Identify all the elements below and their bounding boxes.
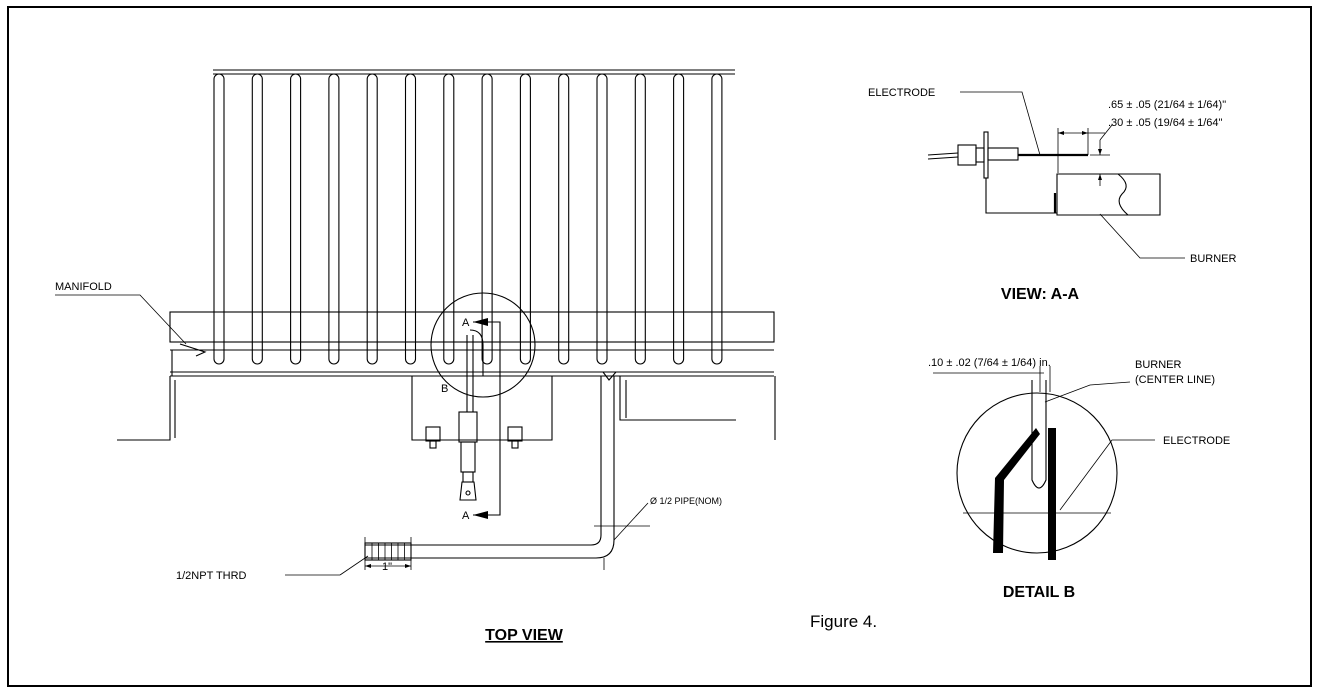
manifold-label: MANIFOLD bbox=[55, 281, 112, 293]
burner-tube bbox=[711, 73, 723, 365]
burner-tube bbox=[328, 73, 340, 365]
detail-burner bbox=[1031, 380, 1047, 489]
burner-tube bbox=[443, 73, 455, 365]
burner-tube bbox=[596, 73, 608, 365]
view-aa-title: VIEW: A-A bbox=[1001, 286, 1080, 303]
detail-electrode-label: ELECTRODE bbox=[1163, 435, 1230, 447]
burner-tube bbox=[673, 73, 685, 365]
thread-section bbox=[285, 537, 412, 576]
drawing-frame bbox=[7, 6, 1312, 687]
gas-pipe bbox=[365, 371, 650, 570]
top-view: MANIFOLD 1/2NPT THRD 1" Ø 1/2 PIPE(NOM) … bbox=[55, 69, 776, 644]
aa-burner-label: BURNER bbox=[1190, 253, 1237, 265]
section-b-label: B bbox=[441, 383, 448, 395]
view-aa: ELECTRODE .65 ± .05 (21/64 ± 1/64)" .30 … bbox=[868, 87, 1237, 303]
burner-tube bbox=[558, 73, 570, 365]
detail-electrode-left bbox=[993, 428, 1040, 553]
detail-gap-dim: .10 ± .02 (7/64 ± 1/64) in. bbox=[928, 357, 1051, 369]
section-a-top: A bbox=[462, 317, 470, 329]
burner-tube bbox=[404, 73, 417, 365]
burner-tube bbox=[366, 73, 378, 365]
thread-dimension: 1" bbox=[382, 561, 392, 573]
detail-centerline-label: (CENTER LINE) bbox=[1135, 374, 1215, 386]
aa-electrode-label: ELECTRODE bbox=[868, 87, 935, 99]
burner-tube bbox=[634, 73, 646, 365]
figure-caption: Figure 4. bbox=[810, 612, 877, 631]
section-a-bottom: A bbox=[462, 510, 470, 522]
section-line-aa bbox=[473, 318, 501, 519]
detail-circle-b bbox=[430, 292, 536, 398]
aa-dim-1: .65 ± .05 (21/64 ± 1/64)" bbox=[1108, 99, 1226, 111]
detail-b: .10 ± .02 (7/64 ± 1/64) in. BURNER (CENT… bbox=[928, 357, 1230, 601]
igniter-plate bbox=[411, 329, 553, 501]
pipe-label: Ø 1/2 PIPE(NOM) bbox=[650, 496, 722, 506]
detail-burner-label: BURNER bbox=[1135, 359, 1182, 371]
manifold-leader bbox=[55, 294, 187, 345]
detail-b-circle bbox=[956, 392, 1118, 554]
burner-tube bbox=[251, 73, 263, 365]
manifold bbox=[117, 311, 776, 441]
top-view-title: TOP VIEW bbox=[485, 627, 564, 644]
thread-label: 1/2NPT THRD bbox=[176, 570, 247, 582]
detail-electrode-right bbox=[1048, 428, 1056, 560]
burner-tube bbox=[213, 73, 225, 365]
aa-dim-2: .30 ± .05 (19/64 ± 1/64" bbox=[1108, 117, 1223, 129]
detail-b-title: DETAIL B bbox=[1003, 584, 1075, 601]
burner-tube bbox=[290, 73, 302, 365]
